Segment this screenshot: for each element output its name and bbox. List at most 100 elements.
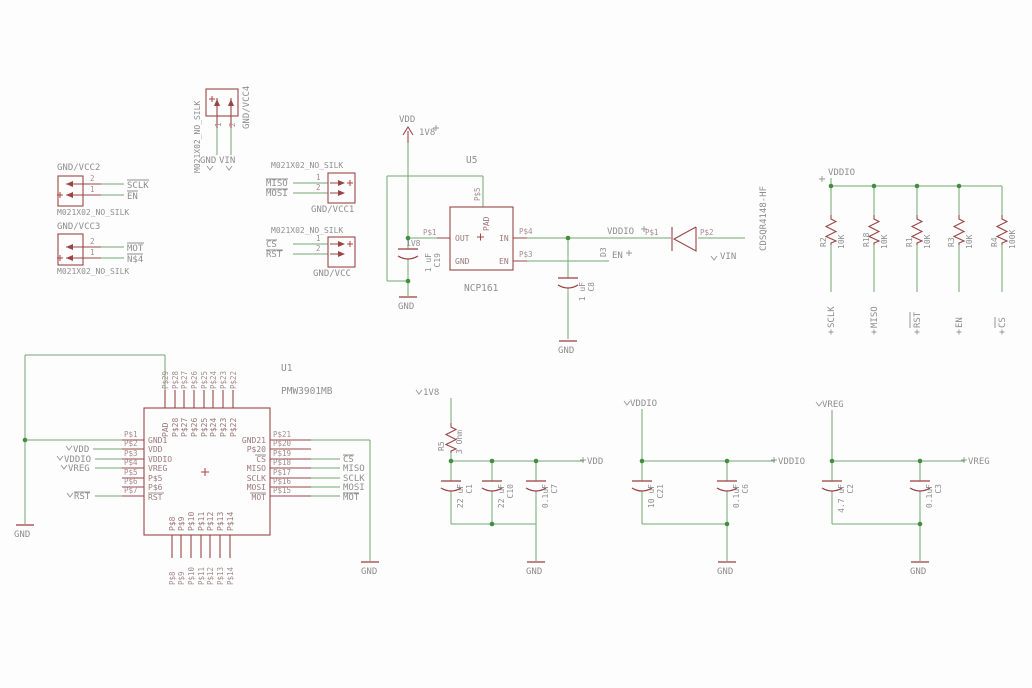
regulator-outline: [449, 206, 514, 271]
connector-title: GND/VCC4: [242, 86, 252, 129]
net-arrow-icon: [710, 255, 718, 261]
left-pins: [122, 439, 144, 497]
pin-name: P$22: [229, 418, 238, 437]
pin-label-p4: P$4: [519, 227, 533, 236]
pin-name: P$5: [148, 474, 163, 483]
pin-name: PAD: [161, 422, 170, 437]
cap-value: 1 uF: [578, 282, 587, 301]
pin-label: P$6: [124, 477, 138, 486]
cap-value: 0.1uF: [541, 484, 550, 508]
pin-name: P$12: [206, 512, 215, 531]
pin-label: P$2: [124, 439, 138, 448]
connector-title: GND/VCC1: [311, 205, 354, 215]
label-cross-icon: [641, 226, 647, 232]
junction-dot: [639, 458, 645, 464]
diode-symbol: [671, 226, 697, 252]
pin-label: P$24: [209, 370, 218, 389]
gnd-label: GND: [14, 530, 30, 540]
net-label-en: EN: [127, 192, 138, 202]
polarity-plus-icon: [209, 96, 215, 102]
pin-arrow-icon: [338, 241, 345, 247]
pin-name: SCLK: [247, 474, 266, 483]
supply-label-vdd: VDD: [399, 115, 415, 125]
pin-name: P$23: [219, 418, 228, 437]
res-ref: R5: [437, 441, 446, 451]
res-ref: R18: [862, 232, 871, 247]
pin-number: 1: [214, 122, 223, 127]
pin-number: 2: [316, 183, 321, 192]
res-value: 10K: [965, 234, 974, 249]
net-label-mot: MOT: [127, 244, 144, 254]
pin-name: MISO: [247, 464, 266, 473]
gnd-label: GND: [558, 346, 574, 356]
junction-dot: [724, 458, 730, 464]
junction-dot: [489, 458, 495, 464]
pin-label: P$22: [229, 371, 238, 389]
rail-label-vddio: VDDIO: [778, 457, 805, 467]
part-ref-u5: U5: [466, 155, 477, 166]
sensor-u1: GND P$29 P$28 P$27 P$26 P$25 P$24 P$23 P…: [14, 354, 380, 585]
label-tick-icon: [415, 389, 423, 395]
cap-ref: C21: [656, 484, 665, 499]
connector-outline: [57, 175, 84, 207]
label-tick-icon: [815, 401, 823, 407]
net-label-1v8: 1V8: [406, 239, 421, 248]
pin-label: P$5: [124, 468, 138, 477]
cap-ref: C7: [550, 484, 559, 494]
decoupling-bank-1v8: 1V8 R5 3 Ohm VDD 22 uF C1 22 uF C10 0.1u…: [415, 388, 603, 577]
pin-name: CS: [256, 455, 266, 464]
connector-gnd-vcc2: GND/VCC2 2 1 SCLK EN M021X02_NO_SILK: [57, 163, 149, 217]
polarity-plus-icon: [347, 180, 353, 186]
pin-arrow-icon: [66, 244, 73, 250]
pin-name: GND1: [148, 436, 167, 445]
net-label-vin: VIN: [720, 252, 736, 262]
part-value-ncp161: NCP161: [464, 283, 499, 294]
pin-name: P$28: [171, 418, 180, 437]
net-label-vdd: VDD: [73, 445, 89, 455]
label-tick-icon: [623, 400, 631, 406]
origin-cross-icon: [201, 468, 209, 476]
net-label-rst: RST: [913, 311, 923, 328]
wires: [450, 398, 584, 561]
right-pins: [270, 439, 311, 497]
junction-dot: [489, 521, 495, 527]
junction-dot: [871, 183, 877, 189]
pin-name: P$25: [200, 418, 209, 437]
net-label-overbar: [266, 239, 283, 251]
res-value: 10K: [880, 234, 889, 249]
pin-name: VREG: [148, 464, 167, 473]
top-pins: [164, 390, 234, 408]
junction-dot: [914, 183, 920, 189]
label-cross-icon: [433, 125, 439, 131]
net-label-overbar: [343, 454, 359, 494]
net-label-rst: RST: [74, 492, 91, 502]
label-cross-icon: [771, 457, 777, 463]
pin-label: P$11: [197, 567, 206, 585]
wires: [293, 182, 328, 194]
pin-label: P$4: [124, 458, 138, 467]
device-name: M021X02_NO_SILK: [271, 226, 343, 235]
net-label-1v8: 1V8: [419, 128, 435, 138]
junction-dot: [917, 521, 923, 527]
pin-arrow-icon: [66, 192, 73, 198]
pin-label: P$12: [206, 567, 215, 585]
pin-name: P$11: [197, 512, 206, 531]
pin-name: RST: [148, 493, 163, 502]
junction-dot: [724, 521, 730, 527]
diode-d3-input-net: VDDIO P$1 P$2 D3 CDSQR4148-HF VIN EN 1 u…: [527, 186, 769, 356]
cap-ref: C2: [846, 484, 855, 494]
label-tick-icon: [56, 445, 74, 498]
decoupling-bank-vreg: VREG VREG 4.7 uF C2 0.1uF C3 GND: [815, 400, 990, 577]
res-value: 10K: [837, 234, 846, 249]
res-ref: R1: [905, 237, 914, 247]
net-label-miso: MISO: [266, 179, 288, 189]
pin-name: P$27: [180, 418, 189, 437]
net-label-sclk: SCLK: [827, 306, 837, 328]
pin-label: P$27: [180, 371, 189, 389]
decoupling-bank-vddio: VDDIO VDDIO 10 uF C21 0.1uF C6 GND: [623, 399, 805, 577]
connector-outline: [205, 88, 239, 117]
net-label-en: EN: [955, 317, 965, 328]
pin-label: P$17: [273, 468, 291, 477]
wires: [293, 243, 328, 255]
